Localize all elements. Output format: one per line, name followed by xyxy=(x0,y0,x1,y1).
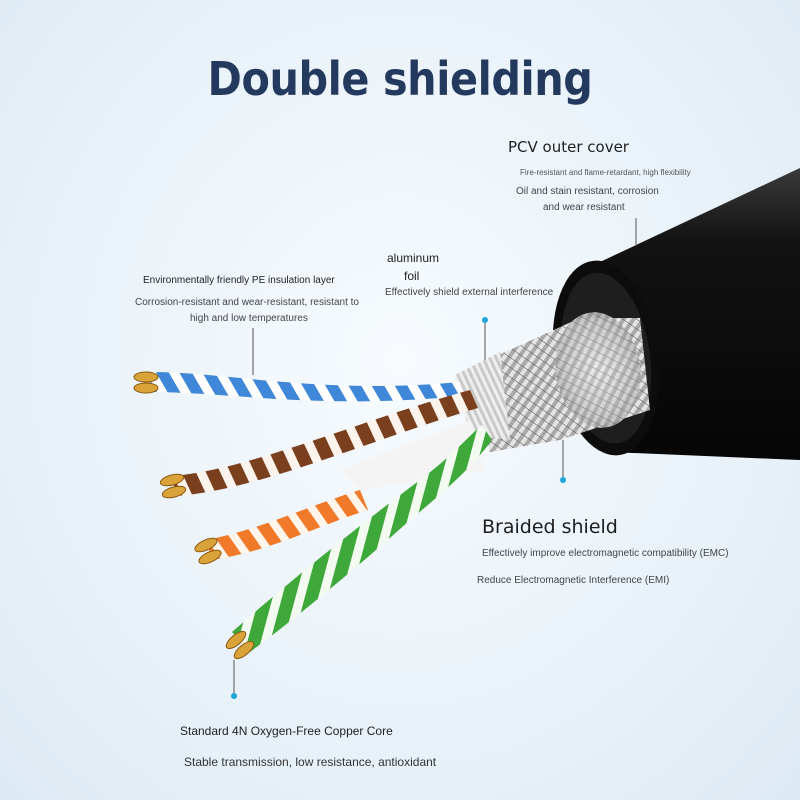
braided-shield-line1: Effectively improve electromagnetic comp… xyxy=(482,548,729,559)
copper-core-desc: Stable transmission, low resistance, ant… xyxy=(184,755,437,769)
outer-cover-heading: PCV outer cover xyxy=(508,138,629,156)
brown-pair xyxy=(172,390,478,496)
aluminum-foil-desc: Effectively shield external interference xyxy=(385,287,554,298)
pe-layer-line2: high and low temperatures xyxy=(190,313,308,324)
outer-cover-line1: Fire-resistant and flame-retardant, high… xyxy=(520,168,691,177)
braided-shield-heading: Braided shield xyxy=(482,516,618,538)
aluminum-foil-heading-line2: foil xyxy=(404,269,420,283)
copper-core-tips xyxy=(133,371,255,660)
outer-cover-line3: and wear resistant xyxy=(543,202,625,213)
aluminum-foil xyxy=(455,352,510,440)
pe-layer-heading: Environmentally friendly PE insulation l… xyxy=(143,275,335,286)
pe-layer-line1: Corrosion-resistant and wear-resistant, … xyxy=(135,297,359,308)
copper-core-heading: Standard 4N Oxygen-Free Copper Core xyxy=(180,724,393,738)
aluminum-foil-heading-line1: aluminum xyxy=(387,251,440,265)
callout-dots xyxy=(231,317,566,699)
braided-shield-line2: Reduce Electromagnetic Interference (EMI… xyxy=(477,575,670,586)
orange-pair xyxy=(206,490,368,560)
page-title: Double shielding xyxy=(207,52,593,106)
callout-lines xyxy=(233,218,637,696)
braided-shield xyxy=(470,312,650,452)
outer-cover-line2: Oil and stain resistant, corrosion xyxy=(516,186,659,197)
green-pair xyxy=(232,425,492,652)
blue-pair xyxy=(150,372,462,402)
